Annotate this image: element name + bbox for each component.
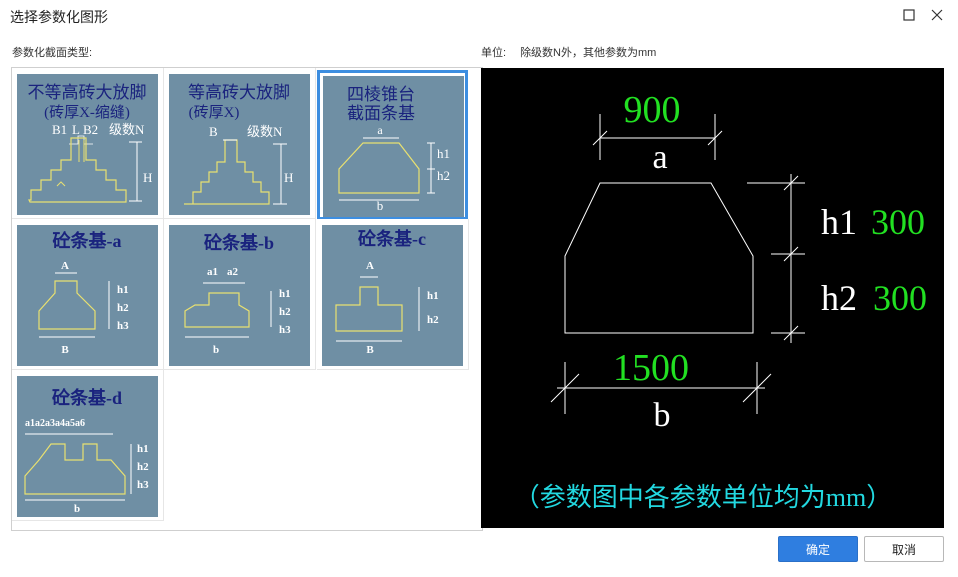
shape-title-line1: 等高砖大放脚 (188, 83, 290, 102)
ok-button[interactable]: 确定 (778, 536, 858, 562)
dim-b: B (61, 344, 69, 356)
title-bar: 选择参数化图形 (0, 0, 958, 30)
shape-title-line2: (砖厚X) (189, 104, 240, 121)
dim-h1: h1 (437, 146, 450, 161)
dim-h: H (143, 170, 152, 185)
shape-tile-concrete-d[interactable]: 砼条基-d a1a2a3a4a5a6 h1 h2 h3 b (12, 370, 164, 521)
shape-title: 砼条基-b (204, 232, 274, 253)
dim-h1: h1 (137, 443, 149, 455)
preview-shape-outline (564, 182, 754, 334)
dim-a: A (366, 260, 374, 272)
dim-b: b (377, 198, 384, 213)
dim-h2: h2 (137, 461, 149, 473)
dim-b: B (366, 344, 374, 356)
dim-b: b (213, 344, 219, 356)
shape-tile-concrete-a[interactable]: 砼条基-a A h1 h2 h3 B (12, 219, 164, 370)
shape-title-line2: 截面条基 (347, 104, 415, 123)
cancel-button[interactable]: 取消 (864, 536, 944, 562)
dim-h2: h2 (437, 168, 450, 183)
window-title: 选择参数化图形 (10, 9, 108, 25)
shape-thumbnail: 砼条基-b a1 a2 h1 h2 h3 b (169, 225, 310, 366)
shape-title-line1: 不等高砖大放脚 (28, 83, 147, 102)
preview-h1-label: h1 (821, 202, 857, 242)
dim-h2: h2 (279, 306, 291, 318)
preview-a-label: a (652, 139, 667, 176)
unit-info: 单位: 除级数N外，其他参数为mm (481, 44, 670, 60)
dim-b1: B1 (52, 122, 67, 137)
dim-h2: h2 (117, 302, 129, 314)
shape-thumbnail: 不等高砖大放脚 (砖厚X-缩缝) B1 L B2 级数N H (17, 74, 158, 215)
dim-a1: a1 (207, 266, 218, 278)
dim-h1: h1 (427, 290, 439, 302)
preview-a-value: 900 (624, 89, 681, 131)
close-icon (931, 9, 943, 21)
dim-h: H (284, 170, 293, 185)
dim-b: b (74, 503, 80, 515)
shape-tile-concrete-b[interactable]: 砼条基-b a1 a2 h1 h2 h3 b (164, 219, 316, 370)
shape-thumbnail: 等高砖大放脚 (砖厚X) B 级数N H (169, 74, 310, 215)
dim-n: 级数N (247, 124, 283, 139)
shape-thumbnail: 砼条基-a A h1 h2 h3 B (17, 225, 158, 366)
shape-title-line1: 四棱锥台 (347, 85, 415, 104)
shape-title: 砼条基-c (358, 228, 426, 249)
dim-a: A (61, 260, 69, 272)
preview-b-value: 1500 (613, 347, 689, 389)
preview-b-label: b (654, 397, 671, 434)
shape-tile-frustum-footing[interactable]: 四棱锥台 截面条基 a h1 h2 b (317, 70, 468, 220)
close-button[interactable] (926, 4, 948, 26)
preview-panel: 900 a h1 300 h2 300 1500 b （参数图中各参数单位均为m… (481, 68, 944, 528)
dim-h1: h1 (279, 288, 291, 300)
dim-a: a (377, 123, 383, 137)
dim-h3: h3 (117, 320, 129, 332)
dim-a-series: a1a2a3a4a5a6 (25, 418, 85, 429)
shape-tile-unequal-brick-footing[interactable]: 不等高砖大放脚 (砖厚X-缩缝) B1 L B2 级数N H (12, 68, 164, 219)
section-type-label: 参数化截面类型: (12, 47, 93, 59)
dim-b: B (209, 124, 218, 139)
preview-h1-value: 300 (871, 202, 925, 242)
shape-tile-equal-brick-footing[interactable]: 等高砖大放脚 (砖厚X) B 级数N H (164, 68, 316, 219)
dim-a2: a2 (227, 266, 239, 278)
dim-h3: h3 (279, 324, 291, 336)
shape-title-line2: (砖厚X-缩缝) (44, 104, 130, 121)
dim-h2: h2 (427, 314, 439, 326)
maximize-button[interactable] (898, 4, 920, 26)
shape-grid: 不等高砖大放脚 (砖厚X-缩缝) B1 L B2 级数N H 等高砖大放脚 (11, 67, 483, 531)
maximize-icon (903, 9, 915, 21)
dim-h3: h3 (137, 479, 149, 491)
unit-label: 单位: (481, 47, 507, 59)
dim-b2: B2 (83, 122, 98, 137)
shape-title: 砼条基-d (52, 387, 122, 408)
shape-thumbnail: 砼条基-c A h1 h2 B (322, 225, 463, 366)
shape-thumbnail: 四棱锥台 截面条基 a h1 h2 b (323, 76, 464, 217)
shape-title: 砼条基-a (53, 230, 122, 251)
dim-h1: h1 (117, 284, 129, 296)
shape-thumbnail: 砼条基-d a1a2a3a4a5a6 h1 h2 h3 b (17, 376, 158, 517)
preview-h2-label: h2 (821, 278, 857, 318)
unit-description: 除级数N外，其他参数为mm (520, 47, 657, 59)
dim-n: 级数N (109, 122, 145, 137)
shape-tile-concrete-c[interactable]: 砼条基-c A h1 h2 B (317, 219, 469, 370)
dim-l: L (72, 122, 80, 137)
preview-unit-note: （参数图中各参数单位均为mm） (514, 483, 892, 512)
preview-h2-value: 300 (873, 278, 927, 318)
